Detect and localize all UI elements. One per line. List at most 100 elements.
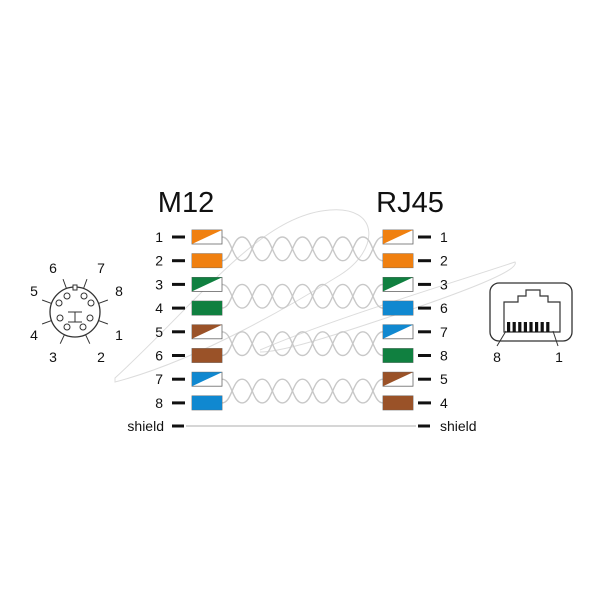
- m12-pin-hole: [63, 292, 71, 300]
- wire-pair-4-a: [221, 378, 384, 404]
- m12-pin-hole: [63, 323, 71, 331]
- left-swatch-fill: [192, 301, 222, 316]
- rj45-contact: [546, 322, 550, 332]
- left-swatch-stripe: [192, 277, 222, 292]
- rj45-leader-pin1: [552, 330, 559, 347]
- m12-pin-leader: [41, 320, 52, 325]
- rj45-contact: [529, 322, 533, 332]
- m12-pin-leader: [83, 278, 88, 289]
- rj45-contact: [535, 322, 539, 332]
- wire-pair-2-b: [221, 283, 384, 309]
- right-pin-number: 3: [440, 276, 448, 292]
- wire-pair-4-b: [221, 378, 384, 404]
- rj45-contact: [507, 322, 511, 332]
- m12-pin-label: 4: [30, 327, 38, 343]
- wire-pair-1-a: [221, 236, 384, 262]
- wire-pair-3-a: [221, 331, 384, 357]
- m12-pin-leader: [59, 334, 65, 344]
- m12-title: M12: [158, 187, 214, 219]
- left-pin-number: 6: [155, 348, 163, 364]
- m12-pin-hole: [87, 299, 95, 307]
- left-color-swatch-5: [191, 324, 223, 340]
- m12-pin-leader: [62, 278, 67, 289]
- m12-pin-hole: [80, 292, 88, 300]
- shield-label-left: shield: [127, 418, 164, 434]
- rj45-contact: [518, 322, 522, 332]
- m12-pin-leader: [98, 320, 109, 325]
- left-color-swatch-2: [191, 253, 223, 269]
- m12-pin-label: 7: [97, 260, 105, 276]
- m12-pin-hole: [86, 314, 94, 322]
- right-swatch-fill: [383, 301, 413, 316]
- m12-pin-label: 6: [49, 260, 57, 276]
- left-color-swatch-3: [191, 276, 223, 292]
- m12-key-notch: [72, 284, 78, 291]
- m12-pin-leader: [41, 299, 52, 304]
- right-swatch-stripe: [383, 230, 413, 244]
- wire-pair-1-b: [221, 236, 384, 262]
- m12-pin-leader: [85, 334, 91, 344]
- right-color-swatch-3: [382, 276, 414, 292]
- m12-pin-hole: [79, 323, 87, 331]
- m12-pin-label: 3: [49, 349, 57, 365]
- right-color-swatch-5: [382, 324, 414, 340]
- m12-center-key: [68, 311, 82, 323]
- right-pin-number: 6: [440, 300, 448, 316]
- rj45-contact: [523, 322, 527, 332]
- left-color-swatch-6: [191, 348, 223, 363]
- right-color-swatch-8: [382, 395, 414, 411]
- m12-pin-label: 1: [115, 327, 123, 343]
- m12-pin-hole: [56, 314, 64, 322]
- right-color-swatch-2: [382, 253, 414, 269]
- rj45-contacts: [507, 322, 550, 332]
- right-swatch-stripe: [383, 277, 413, 292]
- rj45-contact: [540, 322, 544, 332]
- right-pin-number: 1: [440, 229, 448, 245]
- rj45-title: RJ45: [376, 187, 444, 219]
- right-swatch-fill: [383, 348, 413, 363]
- m12-pin-label: 8: [115, 283, 123, 299]
- rj45-connector: 8 1: [489, 282, 573, 365]
- right-color-swatch-6: [382, 348, 414, 363]
- left-swatch-stripe: [192, 372, 222, 387]
- rj45-leader-pin8: [496, 330, 507, 347]
- right-swatch-fill: [383, 253, 413, 268]
- left-color-swatch-1: [191, 229, 223, 245]
- wire-pair-2-a: [221, 283, 384, 309]
- left-pin-number: 4: [155, 300, 163, 316]
- right-color-swatch-4: [382, 300, 414, 316]
- rj45-pin8-label: 8: [493, 349, 501, 365]
- left-pin-number: 3: [155, 276, 163, 292]
- left-color-swatch-4: [191, 300, 223, 316]
- left-pin-number: 8: [155, 395, 163, 411]
- shield-label-right: shield: [440, 418, 477, 434]
- right-color-swatch-7: [382, 371, 414, 387]
- rj45-contact: [512, 322, 516, 332]
- shield-row: shield shield: [127, 418, 476, 434]
- left-swatch-stripe: [192, 230, 222, 244]
- left-pin-number: 2: [155, 253, 163, 269]
- rj45-pin1-label: 1: [555, 349, 563, 365]
- right-swatch-stripe: [383, 324, 413, 339]
- left-swatch-fill: [192, 253, 222, 268]
- left-color-swatch-7: [191, 371, 223, 387]
- left-swatch-fill: [192, 395, 222, 410]
- left-color-swatch-8: [191, 395, 223, 411]
- right-swatch-fill: [383, 395, 413, 410]
- m12-pin-label: 2: [97, 349, 105, 365]
- right-pin-number: 7: [440, 324, 448, 340]
- m12-pin-leader: [98, 299, 109, 304]
- right-swatch-stripe: [383, 372, 413, 387]
- right-pin-number: 5: [440, 371, 448, 387]
- right-pin-number: 4: [440, 395, 448, 411]
- right-color-swatch-1: [382, 229, 414, 245]
- left-swatch-stripe: [192, 324, 222, 339]
- rj45-opening: [503, 289, 561, 333]
- left-pin-number: 7: [155, 371, 163, 387]
- right-pin-number: 8: [440, 348, 448, 364]
- left-pin-number: 1: [155, 229, 163, 245]
- right-pin-number: 2: [440, 253, 448, 269]
